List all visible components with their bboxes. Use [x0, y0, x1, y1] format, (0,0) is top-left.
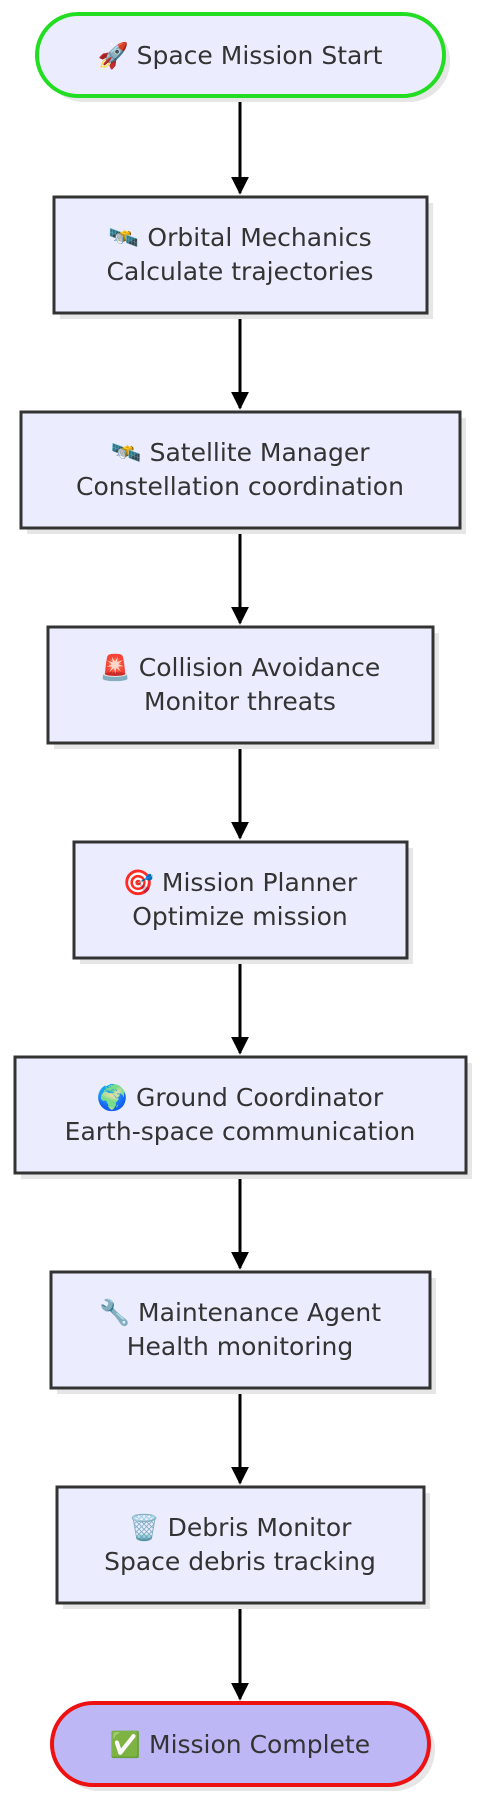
end-node: ✅ Mission Complete [50, 1701, 435, 1791]
process-node-subtitle: Space debris tracking [104, 1547, 376, 1576]
process-node-title: 🎯 Mission Planner [123, 868, 358, 897]
process-node-title: 🚨 Collision Avoidance [100, 653, 381, 682]
process-node-shape [49, 1270, 432, 1390]
process-node-title: 🛰️ Orbital Mechanics [108, 223, 371, 252]
end-node-shape [50, 1701, 431, 1787]
process-node-shape [55, 1485, 426, 1605]
process-node-shape [46, 625, 435, 745]
end-node-label: ✅ Mission Complete [110, 1730, 370, 1759]
process-node-subtitle: Constellation coordination [76, 472, 404, 501]
process-node-shape [72, 840, 409, 960]
start-node: 🚀 Space Mission Start [35, 12, 450, 102]
start-node-shape [35, 12, 446, 98]
process-node-shape [13, 1055, 468, 1175]
nodes-layer: 🚀 Space Mission Start 🛰️ Orbital Mechanic… [13, 12, 472, 1791]
process-node-title: 🛰️ Satellite Manager [111, 438, 371, 467]
process-node-subtitle: Monitor threats [144, 687, 336, 716]
process-node-shape [19, 410, 462, 530]
process-node-subtitle: Calculate trajectories [107, 257, 374, 286]
process-node-subtitle: Optimize mission [132, 902, 347, 931]
process-node-subtitle: Health monitoring [127, 1332, 354, 1361]
process-node-title: 🗑️ Debris Monitor [129, 1513, 353, 1542]
process-node-title: 🔧 Maintenance Agent [99, 1297, 381, 1327]
process-node-shape [52, 195, 429, 315]
process-node-title: 🌍 Ground Coordinator [97, 1083, 384, 1112]
process-node-subtitle: Earth-space communication [65, 1117, 416, 1146]
start-node-label: 🚀 Space Mission Start [98, 41, 383, 70]
